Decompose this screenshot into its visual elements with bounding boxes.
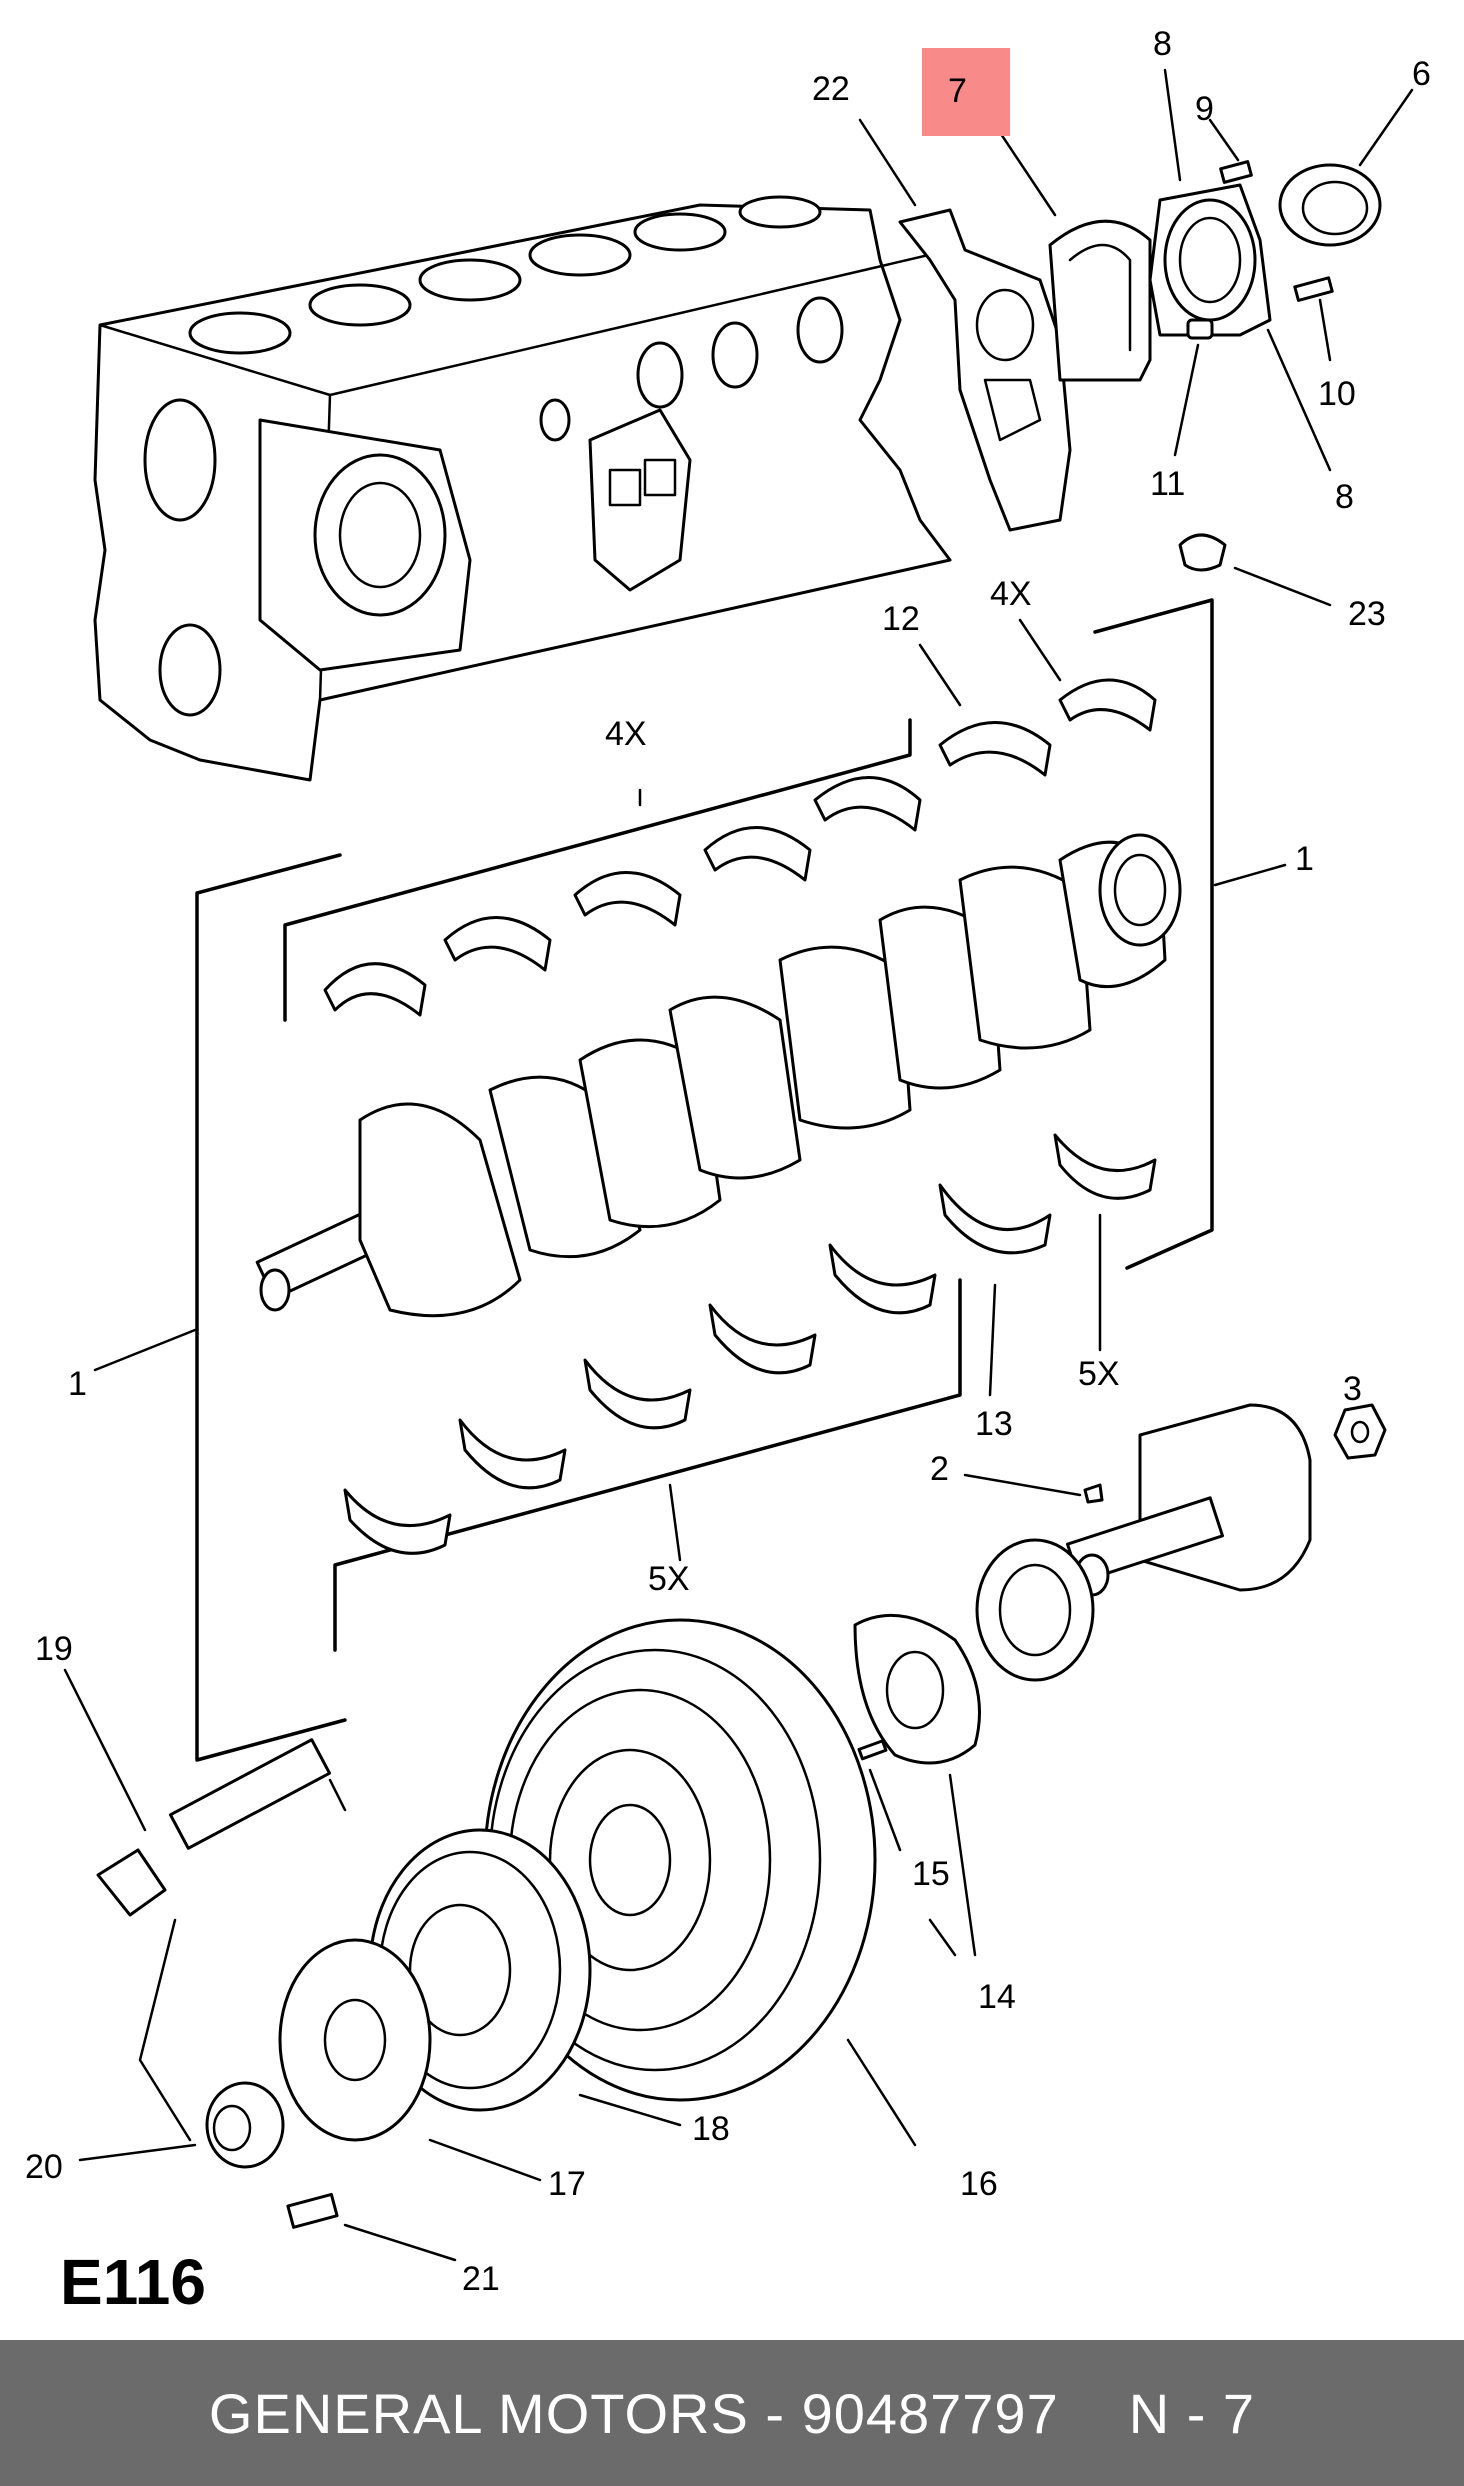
drive-flange xyxy=(853,1613,981,1765)
bolt-9 xyxy=(1219,160,1253,184)
callout-15: 15 xyxy=(912,1855,950,1893)
seal-housing xyxy=(1048,219,1152,382)
callout-6: 6 xyxy=(1412,55,1431,93)
callout-4x-left: 4X xyxy=(605,715,647,753)
callout-14: 14 xyxy=(978,1978,1016,2016)
callout-5x-left: 5X xyxy=(648,1560,690,1598)
crank-nose xyxy=(1065,1403,1387,1597)
lower-bearing-shells xyxy=(343,1133,1157,1555)
callout-16: 16 xyxy=(960,2165,998,2203)
callout-1-right: 1 xyxy=(1295,840,1314,878)
callout-23: 23 xyxy=(1348,595,1386,633)
callout-9: 9 xyxy=(1195,90,1214,128)
callout-5x-right: 5X xyxy=(1078,1355,1120,1393)
callout-2: 2 xyxy=(930,1450,949,1488)
callout-8-bottom: 8 xyxy=(1335,478,1354,516)
rear-gasket xyxy=(898,208,1072,532)
callout-8-top: 8 xyxy=(1153,25,1172,63)
callout-13: 13 xyxy=(975,1405,1013,1443)
oil-seal xyxy=(1278,163,1382,247)
callout-highlight xyxy=(922,48,1010,136)
bolt-21 xyxy=(286,2192,339,2229)
callout-7: 7 xyxy=(948,72,967,110)
pin-11 xyxy=(1186,318,1214,340)
footer-bar: GENERAL MOTORS - 90487797 N - 7 xyxy=(0,2340,1464,2486)
callout-20: 20 xyxy=(25,2148,63,2186)
callout-3: 3 xyxy=(1343,1370,1362,1408)
callout-12: 12 xyxy=(882,600,920,638)
callout-10: 10 xyxy=(1318,375,1356,413)
diagram-code: E116 xyxy=(60,2246,206,2318)
bolt-19 xyxy=(96,1738,347,2142)
footer-brand-part: GENERAL MOTORS - 90487797 xyxy=(208,2381,1059,2445)
crankshaft xyxy=(255,833,1182,1318)
callout-21: 21 xyxy=(462,2260,500,2298)
bolt-10 xyxy=(1293,276,1334,302)
bushing-20 xyxy=(205,2081,285,2169)
leader-lines xyxy=(63,68,1414,2262)
upper-bearing-shells xyxy=(323,678,1157,1017)
callout-19: 19 xyxy=(35,1630,73,1668)
bushing-23 xyxy=(1178,533,1227,572)
callout-11: 11 xyxy=(1150,465,1185,503)
footer-ref: N - 7 xyxy=(1128,2381,1256,2445)
callout-17: 17 xyxy=(548,2165,586,2203)
timing-sprocket xyxy=(975,1538,1095,1682)
callout-4x-right: 4X xyxy=(990,575,1032,613)
exploded-parts-diagram: 22 7 8 9 6 10 11 8 23 4X 12 4X 1 1 13 5X… xyxy=(25,25,1431,2298)
callout-18: 18 xyxy=(692,2110,730,2148)
plate-17 xyxy=(278,1938,432,2142)
callout-1-left: 1 xyxy=(68,1365,87,1403)
engine-block xyxy=(93,195,952,782)
callout-labels: 22 7 8 9 6 10 11 8 23 4X 12 4X 1 1 13 5X… xyxy=(25,25,1431,2298)
callout-22: 22 xyxy=(812,70,850,108)
